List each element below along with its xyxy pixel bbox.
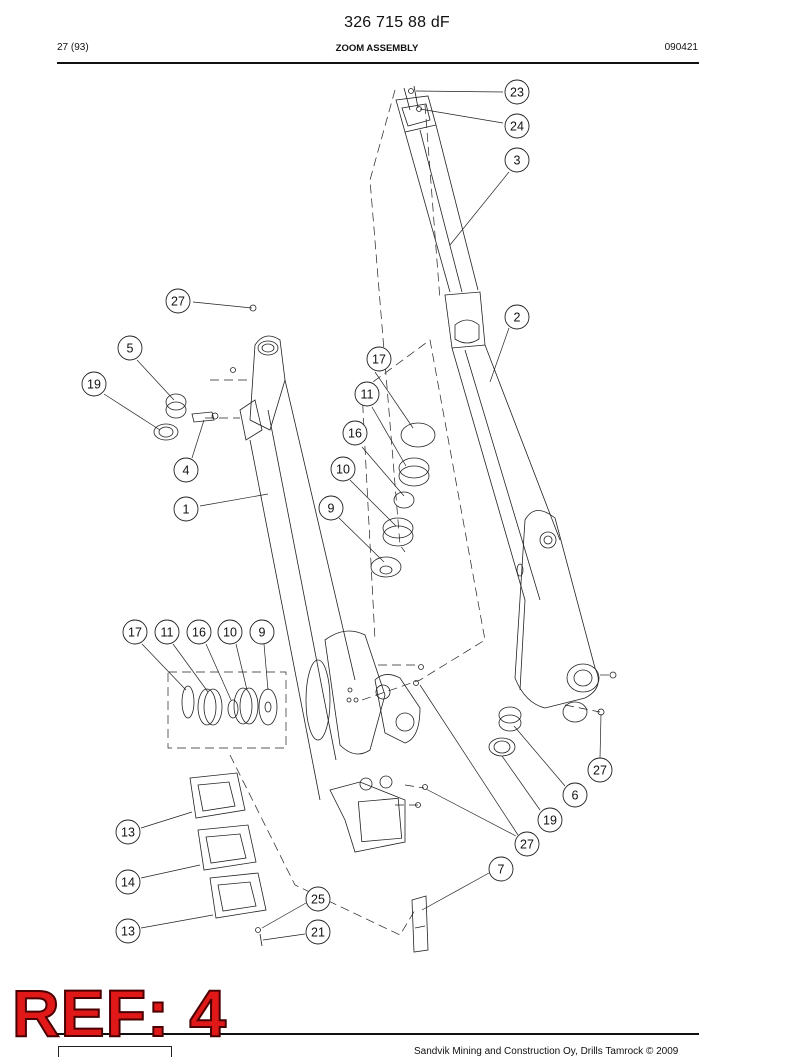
callout-label: 24 — [510, 120, 524, 134]
callout-label: 27 — [171, 295, 185, 309]
callout-3: 3 — [504, 147, 530, 173]
callout-label: 17 — [372, 353, 386, 367]
callout-label: 11 — [161, 626, 174, 640]
bearing-left — [153, 393, 219, 441]
callout-13-lower: 13 — [115, 918, 141, 944]
callout-24: 24 — [504, 113, 530, 139]
callout-label: 6 — [572, 789, 579, 803]
callout-label: 16 — [348, 427, 362, 441]
callout-label: 21 — [311, 926, 325, 940]
callout-label: 4 — [183, 464, 190, 478]
document-number: 326 715 88 dF — [344, 14, 450, 31]
callout-label: 2 — [514, 311, 521, 325]
callout-17: 17 — [366, 346, 392, 372]
header-rule — [57, 62, 699, 64]
callout-16: 16 — [342, 420, 368, 446]
plate-part-7 — [411, 895, 429, 953]
callout-7: 7 — [488, 856, 514, 882]
bearing-right — [488, 706, 522, 757]
callout-11-lower: 11 — [154, 619, 180, 645]
callout-17-lower: 17 — [122, 619, 148, 645]
callout-10: 10 — [330, 456, 356, 482]
callout-label: 13 — [121, 925, 135, 939]
callout-label: 19 — [543, 814, 557, 828]
callout-6: 6 — [562, 782, 588, 808]
callout-label: 10 — [223, 626, 237, 640]
callout-label: 11 — [361, 388, 374, 402]
footer-rule — [57, 1033, 699, 1035]
callout-9-lower: 9 — [249, 619, 275, 645]
bushing-stack-lower — [181, 685, 278, 726]
callout-label: 1 — [183, 503, 190, 517]
section-title: ZOOM ASSEMBLY — [335, 43, 419, 54]
callout-9: 9 — [318, 495, 344, 521]
date-code: 090421 — [664, 42, 698, 53]
callout-label: 9 — [259, 626, 266, 640]
callout-4: 4 — [173, 457, 199, 483]
small-fasteners — [255, 88, 422, 947]
callout-19-right: 19 — [537, 807, 563, 833]
callout-label: 3 — [514, 154, 521, 168]
callout-25: 25 — [305, 886, 331, 912]
callout-27-lower: 27 — [514, 831, 540, 857]
callout-27-right: 27 — [587, 757, 613, 783]
phantom-outlines — [167, 89, 613, 936]
leader-lines — [103, 90, 602, 941]
lower-housing — [305, 630, 428, 853]
ref-stamp: REF: 4 — [11, 976, 228, 1050]
outer-boom-part-2 — [444, 291, 617, 723]
callout-19: 19 — [81, 371, 107, 397]
callout-16-lower: 16 — [186, 619, 212, 645]
callout-label: 14 — [121, 876, 135, 890]
callout-10-lower: 10 — [217, 619, 243, 645]
callout-label: 27 — [593, 764, 607, 778]
callout-5: 5 — [117, 335, 143, 361]
callout-label: 19 — [87, 378, 101, 392]
gasket-plates — [189, 772, 267, 919]
zoom-tube-part-3 — [395, 85, 479, 293]
callout-label: 27 — [520, 838, 534, 852]
callout-label: 16 — [192, 626, 206, 640]
callout-label: 9 — [328, 502, 335, 516]
callout-21: 21 — [305, 919, 331, 945]
callout-label: 5 — [127, 342, 134, 356]
callout-label: 10 — [336, 463, 350, 477]
sandvik-logo — [58, 1046, 172, 1057]
callout-label: 13 — [121, 826, 135, 840]
page-reference: 27 (93) — [57, 42, 89, 53]
callout-label: 23 — [510, 86, 524, 100]
callout-11: 11 — [354, 381, 380, 407]
callout-circles: 23 24 3 2 27 5 19 17 11 16 10 4 9 1 17 1… — [81, 79, 613, 945]
inner-boom-part-1 — [230, 304, 356, 801]
callout-27: 27 — [165, 288, 191, 314]
bushing-stack-upper — [370, 422, 436, 578]
callout-2: 2 — [504, 304, 530, 330]
callout-label: 17 — [128, 626, 142, 640]
footer-copyright: Sandvik Mining and Construction Oy, Dril… — [414, 1046, 679, 1057]
callout-14: 14 — [115, 869, 141, 895]
callout-13: 13 — [115, 819, 141, 845]
callout-1: 1 — [173, 496, 199, 522]
callout-label: 25 — [311, 893, 325, 907]
callout-label: 7 — [498, 863, 505, 877]
callout-23: 23 — [504, 79, 530, 105]
